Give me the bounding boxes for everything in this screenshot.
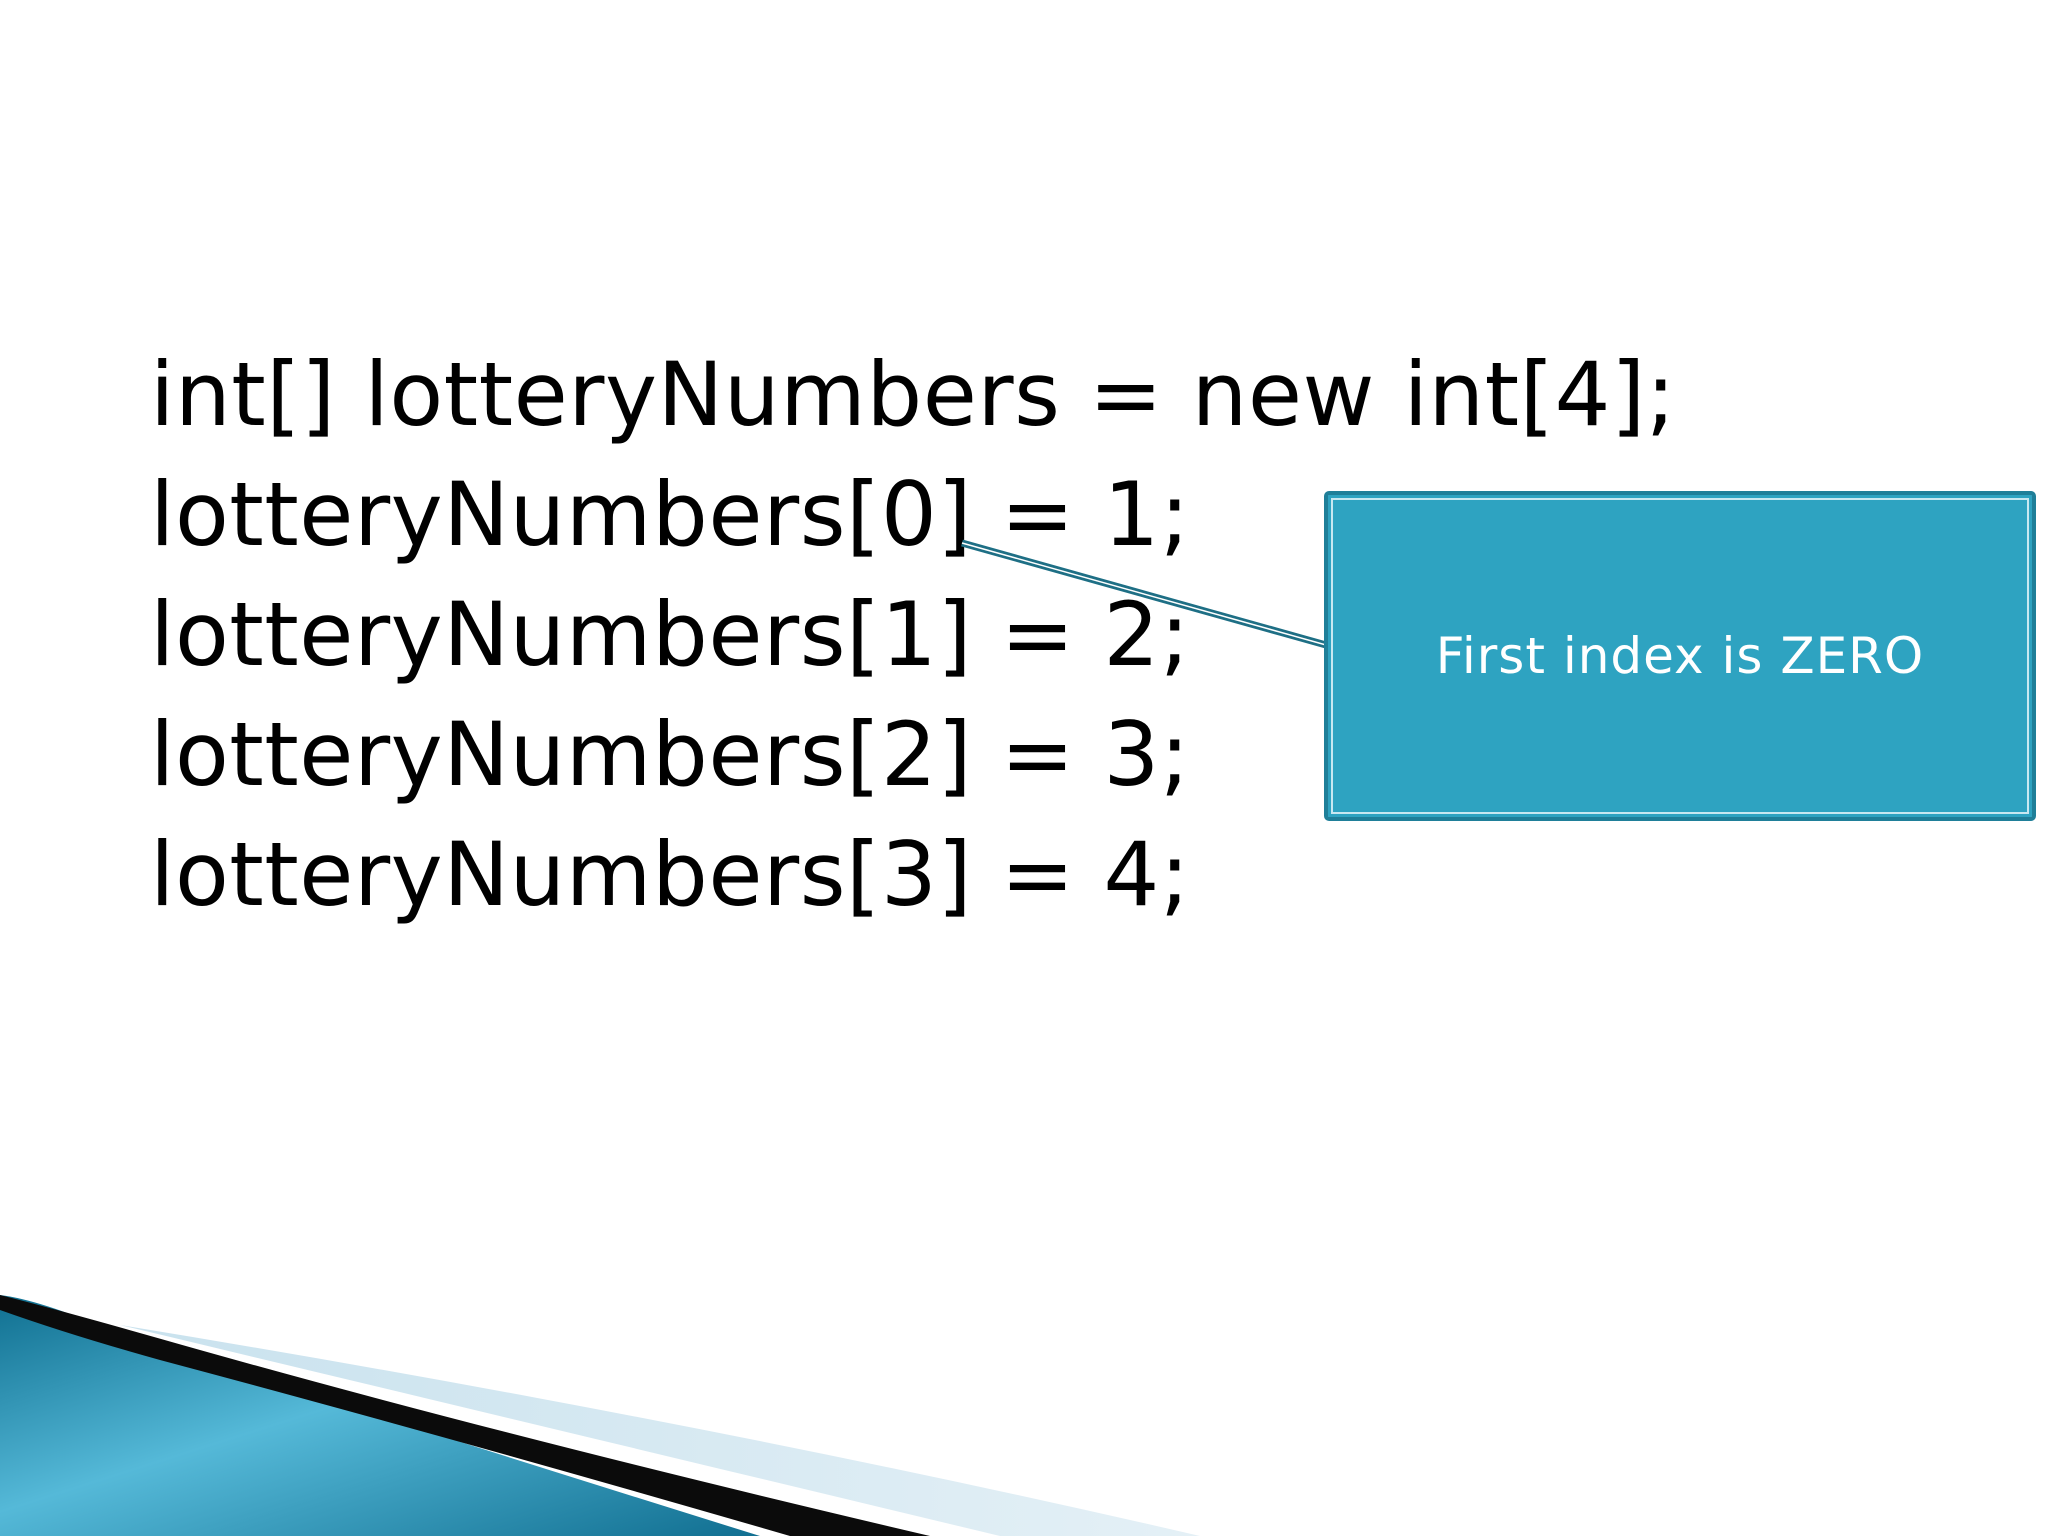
wave-dark-band: [0, 1295, 930, 1536]
code-line-index-0: lotteryNumbers[0] = 1;: [150, 463, 1191, 566]
wave-light-band: [120, 1325, 1200, 1536]
wave-teal-band: [0, 1295, 760, 1536]
code-line-index-3: lotteryNumbers[3] = 4;: [150, 823, 1191, 926]
code-line-declaration: int[] lotteryNumbers = new int[4];: [150, 343, 1676, 446]
callout-box: First index is ZERO: [1324, 491, 2036, 821]
callout-text: First index is ZERO: [1435, 627, 1925, 685]
code-line-index-2: lotteryNumbers[2] = 3;: [150, 703, 1191, 806]
code-block: int[] lotteryNumbers = new int[4]; lotte…: [150, 335, 1676, 935]
